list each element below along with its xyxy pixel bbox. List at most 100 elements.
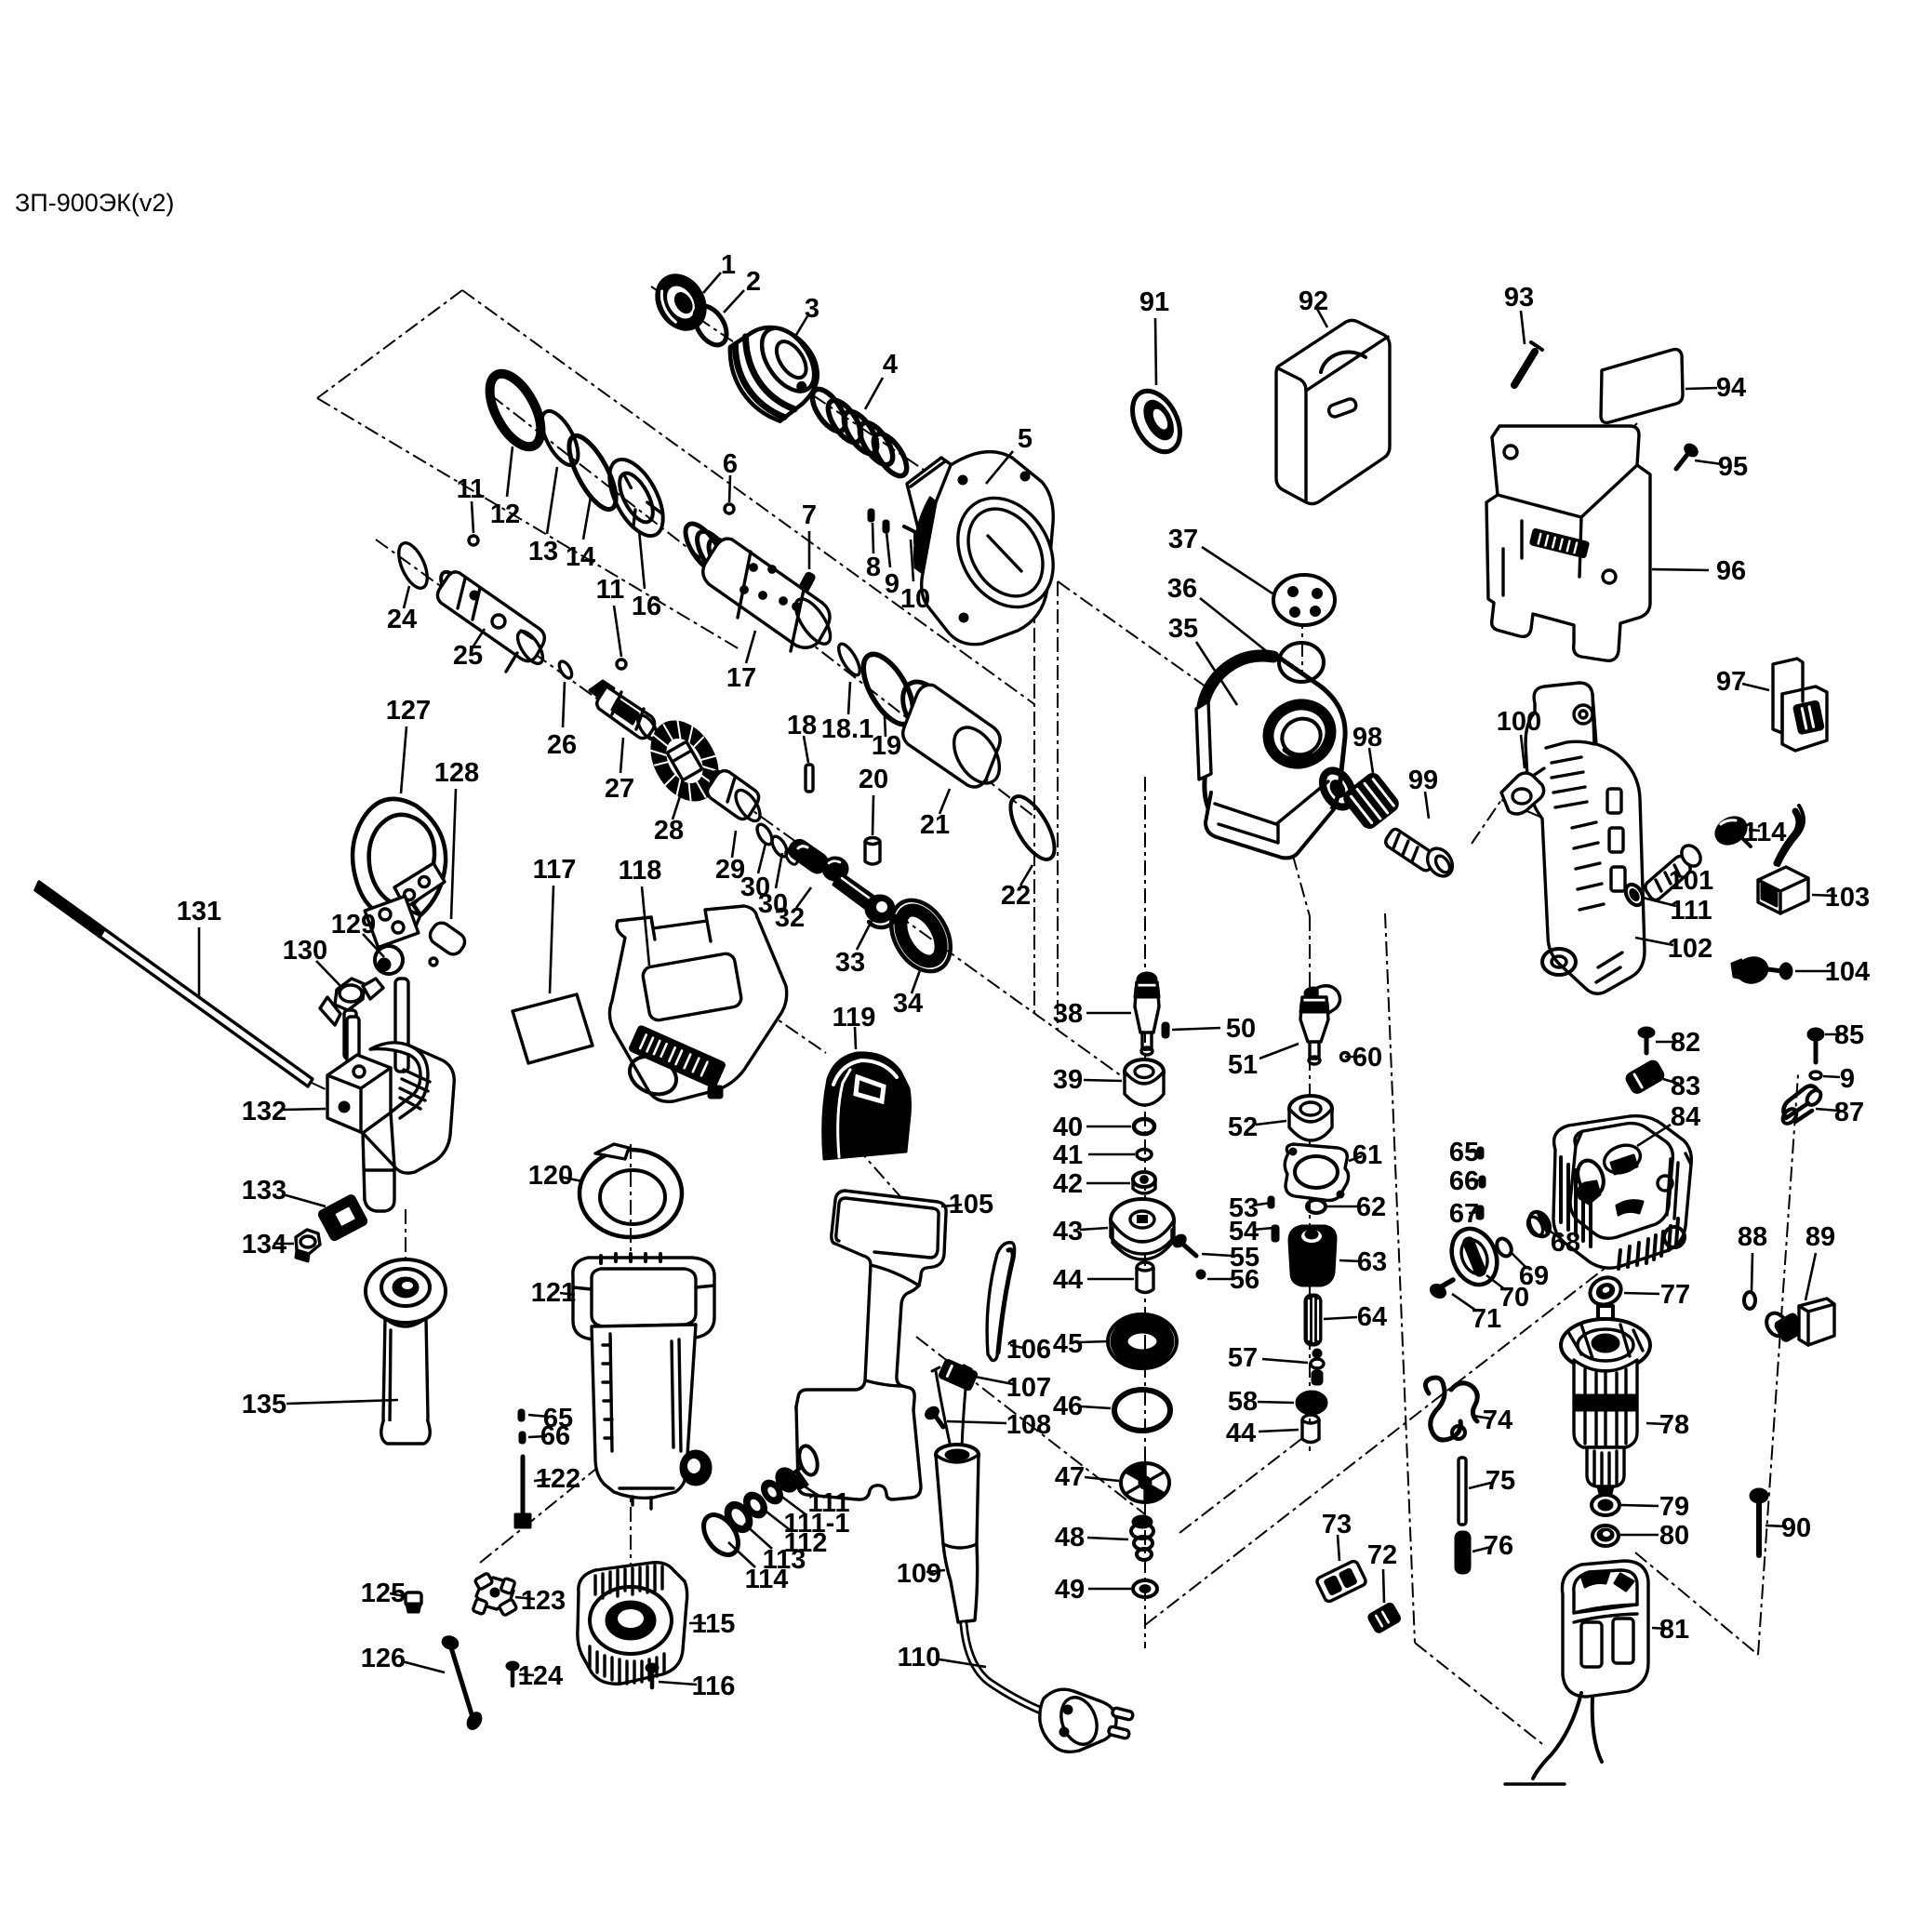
svg-text:20: 20: [859, 765, 888, 794]
svg-text:87: 87: [1834, 1098, 1864, 1127]
svg-text:51: 51: [1228, 1050, 1258, 1080]
svg-text:101: 101: [1669, 866, 1713, 896]
svg-text:56: 56: [1230, 1265, 1259, 1295]
svg-text:33: 33: [835, 948, 865, 978]
svg-text:18.1: 18.1: [821, 714, 873, 744]
svg-text:91: 91: [1139, 287, 1169, 317]
svg-text:80: 80: [1659, 1521, 1689, 1551]
svg-text:30: 30: [758, 889, 788, 919]
svg-text:14: 14: [566, 542, 595, 572]
svg-text:92: 92: [1299, 286, 1328, 316]
svg-text:133: 133: [242, 1176, 286, 1206]
svg-text:5: 5: [1018, 424, 1033, 454]
svg-text:26: 26: [547, 730, 577, 760]
svg-text:49: 49: [1055, 1575, 1085, 1605]
svg-text:108: 108: [1006, 1410, 1051, 1440]
svg-text:58: 58: [1228, 1387, 1258, 1417]
svg-text:35: 35: [1168, 614, 1198, 644]
svg-text:63: 63: [1357, 1247, 1387, 1277]
svg-text:74: 74: [1483, 1406, 1512, 1435]
svg-text:116: 116: [692, 1672, 736, 1701]
svg-text:25: 25: [453, 641, 483, 671]
svg-text:125: 125: [361, 1579, 406, 1608]
svg-text:24: 24: [387, 605, 417, 634]
svg-text:72: 72: [1367, 1540, 1397, 1570]
svg-text:135: 135: [242, 1390, 286, 1419]
svg-text:54: 54: [1229, 1217, 1259, 1246]
svg-text:8: 8: [866, 553, 881, 582]
svg-text:132: 132: [242, 1097, 286, 1126]
svg-text:68: 68: [1551, 1228, 1580, 1258]
svg-text:55: 55: [1230, 1243, 1259, 1272]
svg-text:84: 84: [1671, 1102, 1700, 1132]
svg-text:21: 21: [920, 810, 950, 840]
svg-text:40: 40: [1053, 1113, 1083, 1142]
svg-text:ЗП-900ЭК(v2): ЗП-900ЭК(v2): [15, 189, 174, 217]
svg-text:10: 10: [900, 584, 930, 614]
svg-text:42: 42: [1053, 1169, 1083, 1199]
svg-text:3: 3: [805, 294, 819, 324]
svg-text:4: 4: [883, 350, 898, 380]
svg-text:1: 1: [721, 250, 736, 280]
svg-text:11: 11: [457, 474, 486, 504]
svg-text:46: 46: [1053, 1392, 1083, 1421]
svg-text:62: 62: [1356, 1193, 1386, 1222]
svg-text:65: 65: [543, 1404, 573, 1433]
svg-text:32: 32: [775, 903, 805, 933]
svg-text:22: 22: [1001, 881, 1031, 911]
svg-text:110: 110: [898, 1643, 941, 1672]
svg-text:114: 114: [745, 1565, 789, 1594]
svg-text:109: 109: [897, 1559, 941, 1589]
svg-text:107: 107: [1006, 1373, 1051, 1403]
svg-text:127: 127: [386, 696, 431, 726]
svg-text:45: 45: [1053, 1329, 1083, 1359]
svg-text:77: 77: [1660, 1280, 1690, 1310]
svg-text:53: 53: [1229, 1193, 1259, 1223]
svg-text:75: 75: [1486, 1466, 1515, 1496]
svg-text:123: 123: [521, 1586, 566, 1616]
svg-text:27: 27: [605, 774, 634, 804]
svg-text:90: 90: [1781, 1513, 1811, 1543]
svg-text:41: 41: [1053, 1140, 1083, 1170]
svg-text:2: 2: [746, 267, 761, 297]
svg-text:95: 95: [1718, 452, 1748, 482]
svg-text:130: 130: [283, 936, 327, 966]
svg-text:98: 98: [1352, 723, 1382, 753]
svg-text:47: 47: [1055, 1462, 1085, 1492]
svg-text:73: 73: [1322, 1510, 1352, 1539]
svg-text:93: 93: [1504, 283, 1534, 313]
svg-text:18: 18: [787, 711, 817, 740]
svg-text:103: 103: [1825, 883, 1870, 913]
svg-text:112: 112: [784, 1528, 828, 1558]
svg-text:61: 61: [1352, 1140, 1382, 1170]
svg-text:126: 126: [361, 1644, 406, 1673]
svg-text:111-1: 111-1: [784, 1509, 850, 1539]
svg-text:94: 94: [1716, 373, 1746, 403]
svg-text:76: 76: [1484, 1531, 1513, 1561]
svg-text:9: 9: [885, 569, 899, 599]
svg-text:102: 102: [1668, 934, 1712, 964]
svg-text:79: 79: [1659, 1492, 1689, 1522]
svg-text:28: 28: [654, 816, 684, 846]
svg-text:38: 38: [1053, 999, 1083, 1029]
svg-text:99: 99: [1408, 766, 1438, 795]
svg-text:50: 50: [1226, 1014, 1256, 1044]
svg-text:48: 48: [1055, 1523, 1085, 1552]
svg-text:124: 124: [518, 1661, 563, 1691]
svg-text:131: 131: [177, 897, 221, 926]
svg-text:120: 120: [528, 1161, 573, 1191]
svg-text:6: 6: [723, 449, 738, 479]
svg-text:44: 44: [1226, 1419, 1256, 1448]
svg-text:7: 7: [802, 500, 817, 530]
svg-text:71: 71: [1472, 1304, 1501, 1334]
svg-text:97: 97: [1716, 667, 1746, 697]
svg-text:9: 9: [1840, 1064, 1855, 1094]
svg-text:11: 11: [596, 575, 625, 605]
svg-text:12: 12: [490, 500, 520, 529]
svg-text:64: 64: [1357, 1302, 1387, 1332]
svg-text:52: 52: [1228, 1113, 1258, 1142]
svg-text:29: 29: [715, 855, 745, 885]
svg-text:43: 43: [1053, 1217, 1083, 1246]
svg-text:67: 67: [1449, 1199, 1479, 1229]
svg-text:111: 111: [1670, 896, 1712, 926]
